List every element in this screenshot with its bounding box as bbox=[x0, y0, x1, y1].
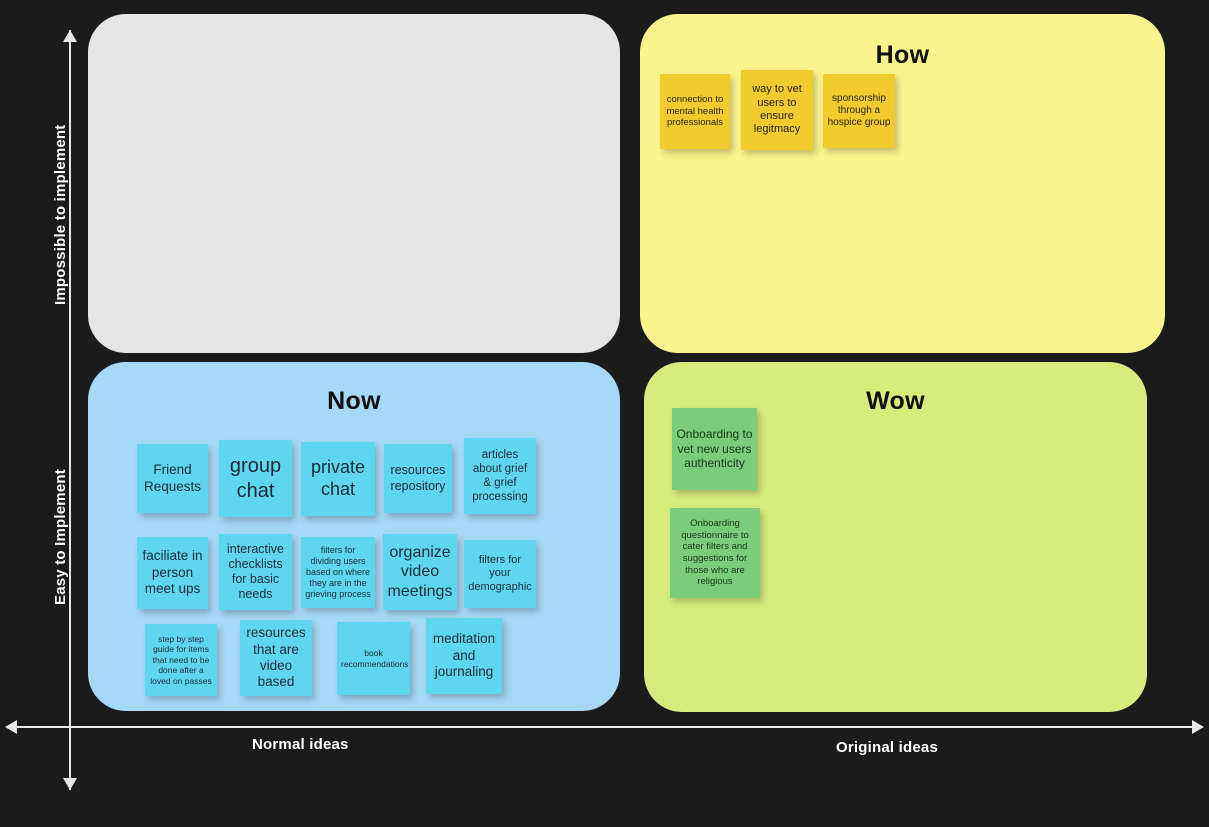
sticky-note[interactable]: way to vet users to ensure legitmacy bbox=[741, 70, 813, 150]
y-axis-up-arrow-icon bbox=[63, 30, 77, 42]
x-axis-left-label: Normal ideas bbox=[252, 736, 349, 753]
sticky-note[interactable]: book recommendations bbox=[337, 622, 410, 695]
quadrant-now-title: Now bbox=[327, 387, 381, 415]
sticky-note[interactable]: Onboarding questionnaire to cater filter… bbox=[670, 508, 760, 598]
quadrant-how[interactable]: How connection to mental health professi… bbox=[640, 14, 1165, 353]
quadrant-blank[interactable] bbox=[88, 14, 620, 353]
sticky-note[interactable]: connection to mental health professional… bbox=[660, 74, 730, 149]
y-axis-down-arrow-icon bbox=[63, 778, 77, 790]
x-axis-right-label: Original ideas bbox=[836, 739, 938, 756]
x-axis-left-arrow-icon bbox=[5, 720, 17, 734]
x-axis-line bbox=[12, 726, 1197, 728]
sticky-note[interactable]: Friend Requests bbox=[137, 444, 208, 513]
quadrant-wow-title: Wow bbox=[866, 387, 925, 415]
sticky-note[interactable]: private chat bbox=[301, 442, 375, 516]
quadrant-how-title: How bbox=[875, 41, 930, 69]
y-axis-bottom-label: Easy to Implement bbox=[52, 469, 69, 605]
quadrant-wow[interactable]: Wow Onboarding to vet new users authenti… bbox=[644, 362, 1147, 712]
sticky-note[interactable]: interactive checklists for basic needs bbox=[219, 534, 292, 610]
sticky-note[interactable]: meditation and journaling bbox=[426, 618, 502, 694]
sticky-note[interactable]: filters for your demographic bbox=[464, 540, 536, 608]
sticky-note[interactable]: articles about grief & grief processing bbox=[464, 438, 536, 514]
x-axis-right-arrow-icon bbox=[1192, 720, 1204, 734]
sticky-note[interactable]: resources that are video based bbox=[240, 620, 312, 696]
sticky-note[interactable]: organize video meetings bbox=[383, 534, 457, 610]
sticky-note[interactable]: resources repository bbox=[384, 444, 452, 513]
sticky-note[interactable]: group chat bbox=[219, 440, 292, 517]
sticky-note[interactable]: faciliate in person meet ups bbox=[137, 537, 208, 609]
sticky-note[interactable]: Onboarding to vet new users authenticity bbox=[672, 408, 757, 490]
sticky-note[interactable]: step by step guide for items that need t… bbox=[145, 624, 217, 696]
y-axis-line bbox=[69, 30, 71, 790]
sticky-note[interactable]: sponsorship through a hospice group bbox=[823, 74, 895, 148]
quadrant-now[interactable]: Now Friend Requests group chat private c… bbox=[88, 362, 620, 711]
y-axis-top-label: Impossible to implement bbox=[52, 124, 69, 305]
sticky-note[interactable]: filters for dividing users based on wher… bbox=[301, 537, 375, 608]
